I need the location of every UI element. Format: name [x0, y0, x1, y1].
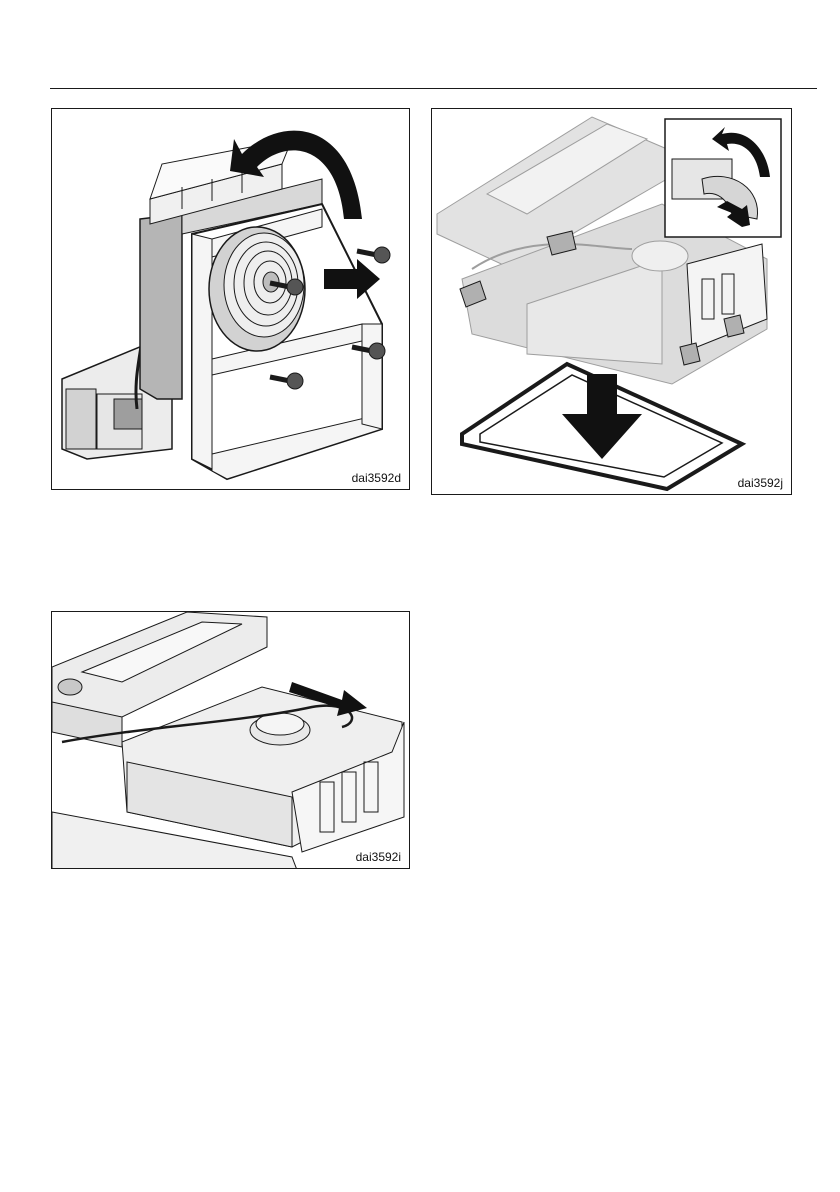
latch-detail-inset — [665, 119, 781, 237]
figure-duct-module: dai3592i — [51, 611, 410, 869]
housing-frame-illustration — [432, 109, 792, 495]
screw-upper-right — [357, 247, 390, 263]
latch-right-b — [680, 343, 700, 365]
duct-module-illustration — [52, 612, 410, 869]
header-rule — [50, 88, 817, 89]
figure-code: dai3592i — [355, 850, 402, 864]
figure-code: dai3592d — [351, 471, 402, 485]
down-arrow-icon — [562, 374, 642, 459]
figure-fan-module: dai3592d — [51, 108, 410, 490]
figure-code: dai3592j — [737, 476, 784, 490]
fan-module-illustration — [52, 109, 410, 490]
screw-bottom-left — [270, 373, 303, 389]
latch-right-a — [724, 315, 744, 337]
figure-housing-frame: dai3592j — [431, 108, 792, 495]
